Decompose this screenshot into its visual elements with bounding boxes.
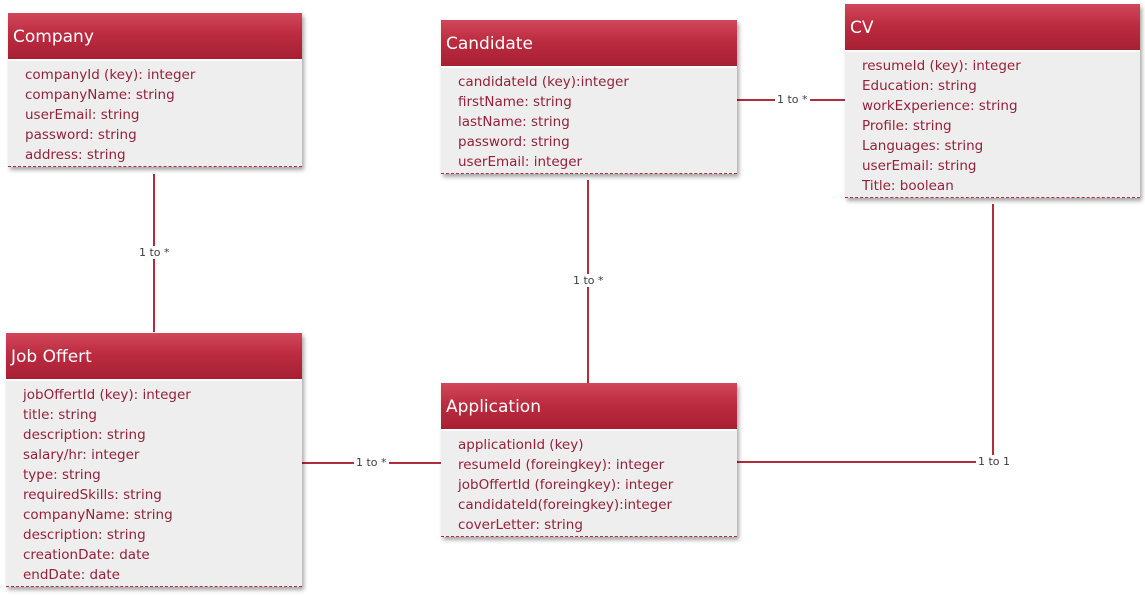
attribute: coverLetter: string	[458, 517, 583, 533]
entity-job-offert-attributes: jobOffertId (key): integer title: string…	[6, 381, 302, 587]
multiplicity-company-job: 1 to *	[137, 246, 172, 259]
attribute: companyName: string	[25, 87, 175, 103]
connector-cv-application	[737, 204, 994, 463]
multiplicity-candidate-application: 1 to *	[571, 274, 606, 287]
attribute: Title: boolean	[862, 178, 954, 194]
attribute: jobOffertId (key): integer	[23, 387, 191, 403]
attribute: applicationId (key)	[458, 437, 584, 453]
attribute: firstName: string	[458, 94, 572, 110]
attribute: workExperience: string	[862, 98, 1018, 114]
entity-company[interactable]: Company companyId (key): integer company…	[8, 13, 302, 167]
attribute: lastName: string	[458, 114, 570, 130]
attribute: Profile: string	[862, 118, 952, 134]
entity-application[interactable]: Application applicationId (key) resumeId…	[441, 383, 737, 537]
attribute: endDate: date	[23, 567, 120, 583]
attribute: candidateId (key):integer	[458, 74, 629, 90]
attribute: candidateId(foreingkey):integer	[458, 497, 673, 513]
attribute: salary/hr: integer	[23, 447, 140, 463]
attribute: requiredSkills: string	[23, 487, 162, 503]
entity-cv[interactable]: CV resumeId (key): integer Education: st…	[845, 4, 1140, 198]
entity-candidate-title: Candidate	[441, 20, 737, 68]
entity-company-title: Company	[8, 13, 302, 61]
attribute: password: string	[25, 127, 137, 143]
entity-company-attributes: companyId (key): integer companyName: st…	[8, 61, 302, 167]
attribute: userEmail: integer	[458, 154, 583, 170]
attribute: creationDate: date	[23, 547, 150, 563]
multiplicity-cv-application: 1 to 1	[976, 455, 1013, 468]
entity-cv-attributes: resumeId (key): integer Education: strin…	[845, 52, 1140, 198]
attribute: resumeId (key): integer	[862, 58, 1021, 74]
attribute: Languages: string	[862, 138, 984, 154]
attribute: companyName: string	[23, 507, 173, 523]
attribute: description: string	[23, 527, 146, 543]
attribute: resumeId (foreingkey): integer	[458, 457, 665, 473]
entity-candidate[interactable]: Candidate candidateId (key):integer firs…	[441, 20, 737, 174]
multiplicity-candidate-cv: 1 to *	[775, 93, 810, 106]
attribute: Education: string	[862, 78, 977, 94]
attribute: type: string	[23, 467, 101, 483]
attribute: title: string	[23, 407, 97, 423]
entity-job-offert[interactable]: Job Offert jobOffertId (key): integer ti…	[6, 333, 302, 587]
entity-job-offert-title: Job Offert	[6, 333, 302, 381]
multiplicity-job-application: 1 to *	[354, 456, 389, 469]
entity-candidate-attributes: candidateId (key):integer firstName: str…	[441, 68, 737, 174]
attribute: address: string	[25, 147, 126, 163]
entity-cv-title: CV	[845, 4, 1140, 52]
attribute: userEmail: string	[862, 158, 977, 174]
attribute: description: string	[23, 427, 146, 443]
attribute: userEmail: string	[25, 107, 140, 123]
entity-application-title: Application	[441, 383, 737, 431]
entity-application-attributes: applicationId (key) resumeId (foreingkey…	[441, 431, 737, 537]
attribute: jobOffertId (foreingkey): integer	[458, 477, 674, 493]
attribute: password: string	[458, 134, 570, 150]
attribute: companyId (key): integer	[25, 67, 196, 83]
